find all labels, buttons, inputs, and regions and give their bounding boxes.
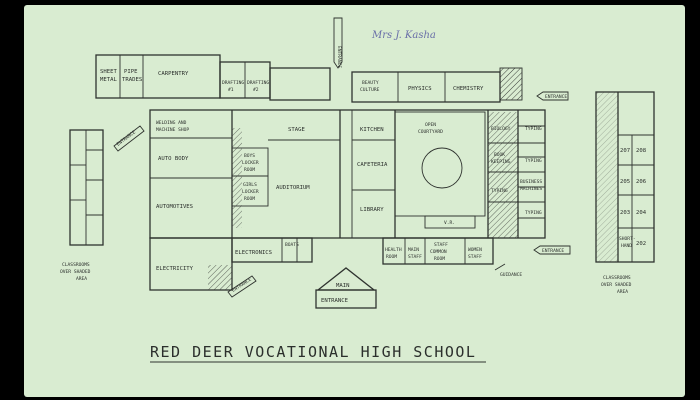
room-staff-common-line3: ROOM bbox=[434, 256, 445, 262]
room-health-line1: HEALTH bbox=[385, 247, 402, 253]
room-boys-locker-line1: BOYS bbox=[244, 153, 255, 159]
plan-title: RED DEER VOCATIONAL HIGH SCHOOL bbox=[150, 343, 476, 361]
room-biology: BIOLOGY bbox=[491, 126, 511, 132]
room-206: 206 bbox=[636, 179, 646, 185]
room-main-staff-line2: STAFF bbox=[408, 254, 422, 260]
room-typing-3: TYPING bbox=[491, 188, 508, 194]
room-beauty-culture-line1: BEAUTY bbox=[362, 80, 379, 86]
room-book-keeping-line1: BOOK bbox=[494, 152, 505, 158]
room-typing-4: TYPING bbox=[525, 210, 542, 216]
right-annex-caption-line2: OVER SHADED bbox=[601, 282, 632, 288]
room-208: 208 bbox=[636, 148, 647, 154]
main-building bbox=[95, 17, 571, 309]
room-business-machines-line1: BUSINESS bbox=[520, 179, 542, 185]
room-staff-common-line1: STAFF bbox=[434, 242, 448, 248]
room-girls-locker-line3: ROOM bbox=[244, 196, 255, 202]
left-annex: CLASSROOMS OVER SHADED AREA bbox=[60, 129, 104, 282]
room-drafting-1-line2: #1 bbox=[228, 87, 234, 93]
room-drafting-2-line1: DRAFTING bbox=[247, 80, 269, 86]
room-204: 204 bbox=[636, 210, 647, 216]
guidance-label: GUIDANCE bbox=[500, 272, 522, 278]
room-welding-line2: MACHINE SHOP bbox=[156, 127, 189, 133]
room-boats: BOATS bbox=[285, 242, 299, 248]
entrance-label-top: ENTRANCE bbox=[336, 46, 342, 68]
room-shorthand-line1: SHORT- bbox=[619, 236, 636, 242]
room-main-staff-line1: MAIN bbox=[408, 247, 419, 253]
room-drafting-2-line2: #2 bbox=[253, 87, 259, 93]
room-202: 202 bbox=[636, 241, 646, 247]
entrance-label-right-lower: ENTRANCE bbox=[542, 248, 564, 254]
room-womens-staff-line1: WOMEN bbox=[468, 247, 482, 253]
room-electronics: ELECTRONICS bbox=[235, 250, 272, 256]
room-typing-1: TYPING bbox=[525, 126, 542, 132]
room-girls-locker-line1: GIRLS bbox=[243, 182, 257, 188]
room-chemistry: CHEMISTRY bbox=[453, 86, 484, 92]
main-entrance-label-line1: MAIN bbox=[336, 283, 349, 289]
room-pipe-trades-line2: TRADES bbox=[122, 77, 142, 83]
room-carpentry: CARPENTRY bbox=[158, 71, 189, 77]
room-boys-locker-line2: LOCKER bbox=[242, 160, 259, 166]
right-annex-caption-line3: AREA bbox=[617, 289, 628, 295]
room-auto-body: AUTO BODY bbox=[158, 156, 189, 162]
room-pipe-trades-line1: PIPE bbox=[124, 69, 138, 75]
entrance-label-right-upper: ENTRANCE bbox=[545, 94, 567, 100]
room-sheet-metal-line1: SHEET bbox=[100, 69, 117, 75]
room-open-courtyard-line1: OPEN bbox=[425, 122, 436, 128]
room-beauty-culture-line2: CULTURE bbox=[360, 87, 380, 93]
room-womens-staff-line2: STAFF bbox=[468, 254, 482, 260]
main-entrance-label-line2: ENTRANCE bbox=[321, 298, 349, 304]
room-shorthand-line2: HAND bbox=[621, 243, 632, 249]
room-cafeteria: CAFETERIA bbox=[357, 162, 388, 168]
room-labels: SHEET METAL PIPE TRADES CARPENTRY DRAFTI… bbox=[100, 69, 542, 272]
room-203: 203 bbox=[620, 210, 630, 216]
signature: Mrs J. Kasha bbox=[371, 30, 436, 41]
room-typing-2: TYPING bbox=[525, 158, 542, 164]
room-welding-line1: WELDING AND bbox=[156, 120, 187, 126]
left-annex-caption-line2: OVER SHADED bbox=[60, 269, 91, 275]
room-kitchen: KITCHEN bbox=[360, 127, 384, 133]
room-electricity: ELECTRICITY bbox=[156, 266, 194, 272]
room-boys-locker-line3: ROOM bbox=[244, 167, 255, 173]
room-staff-common-line2: COMMON bbox=[430, 249, 447, 255]
room-207: 207 bbox=[620, 148, 630, 154]
room-book-keeping-line2: KEEPING bbox=[491, 159, 511, 165]
right-annex: 207 208 205 206 203 204 SHORT- HAND 202 … bbox=[595, 91, 655, 295]
room-health-line2: ROOM bbox=[386, 254, 397, 260]
room-205: 205 bbox=[620, 179, 630, 185]
room-sheet-metal-line2: METAL bbox=[100, 77, 117, 83]
room-open-courtyard-line2: COURTYARD bbox=[418, 129, 443, 135]
room-automotives: AUTOMOTIVES bbox=[156, 204, 193, 210]
room-drafting-1-line1: DRAFTING bbox=[222, 80, 244, 86]
right-annex-caption-line1: CLASSROOMS bbox=[603, 275, 631, 281]
room-business-machines-line2: MACHINES bbox=[520, 186, 542, 192]
paper-sheet bbox=[24, 5, 685, 397]
room-physics: PHYSICS bbox=[408, 86, 432, 92]
left-annex-caption-line1: CLASSROOMS bbox=[62, 262, 90, 268]
room-stage: STAGE bbox=[288, 127, 305, 133]
room-girls-locker-line2: LOCKER bbox=[242, 189, 259, 195]
left-annex-caption-line3: AREA bbox=[76, 276, 87, 282]
room-vr: V.R. bbox=[444, 220, 455, 226]
room-library: LIBRARY bbox=[360, 207, 384, 213]
room-auditorium: AUDITORIUM bbox=[276, 185, 310, 191]
